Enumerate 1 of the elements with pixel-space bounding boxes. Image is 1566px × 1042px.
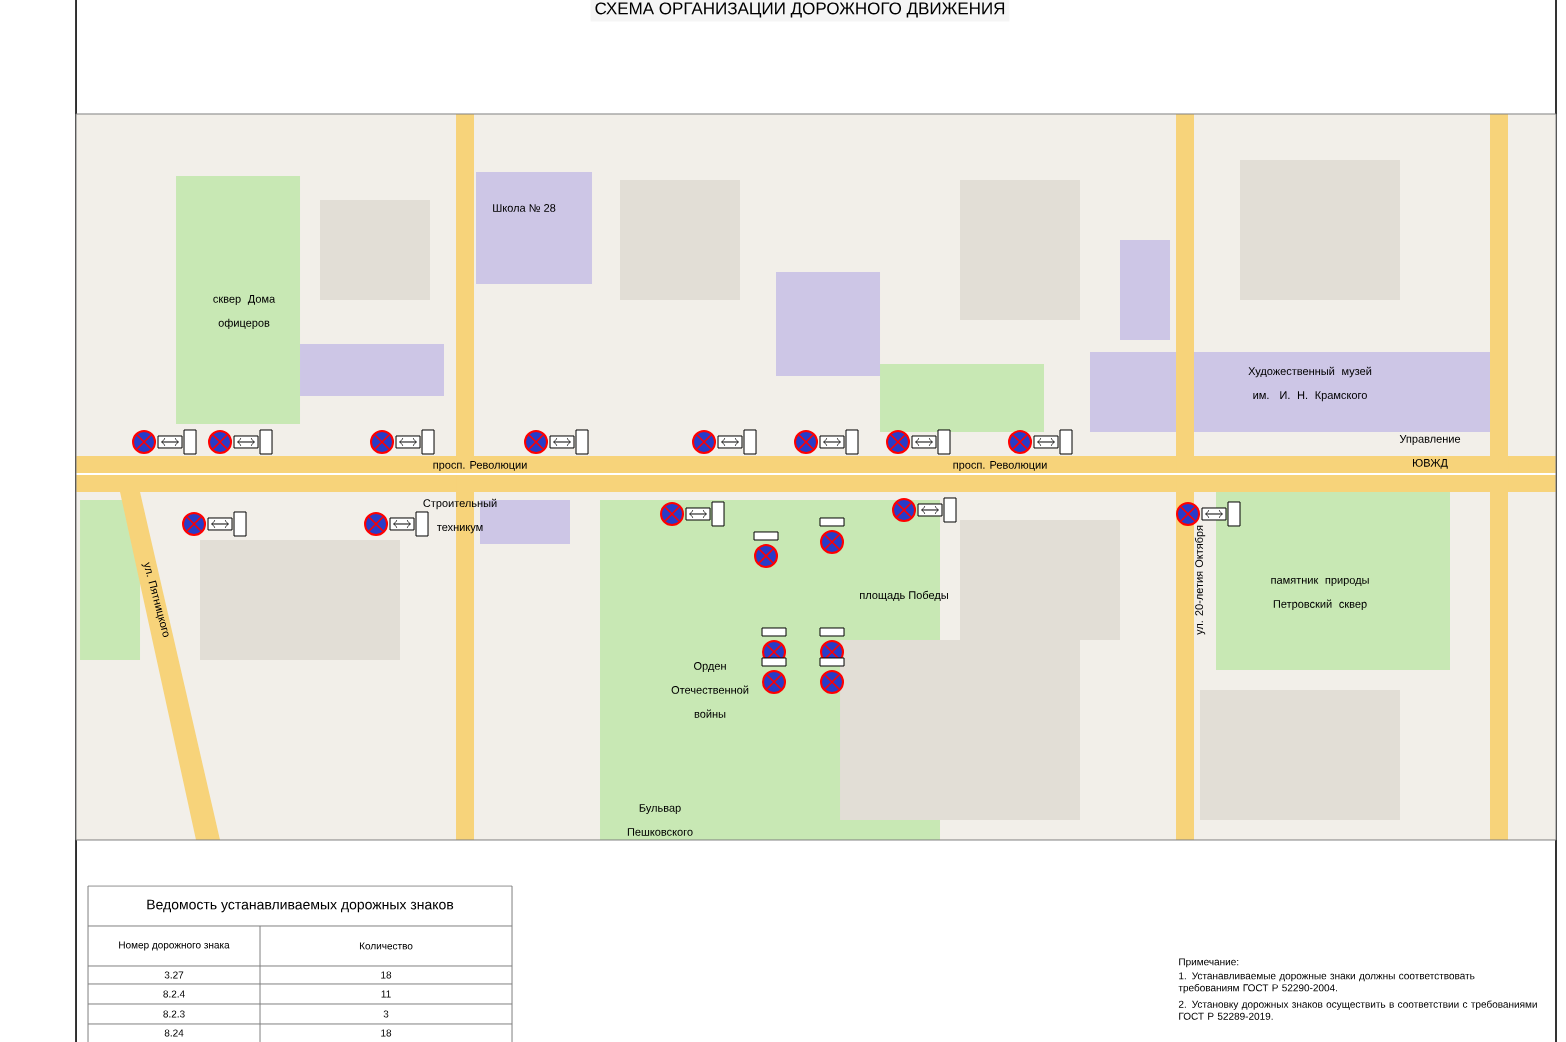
diagram-title: СХЕМА ОРГАНИЗАЦИИ ДОРОЖНОГО ДВИЖЕНИЯ bbox=[590, 0, 1010, 22]
